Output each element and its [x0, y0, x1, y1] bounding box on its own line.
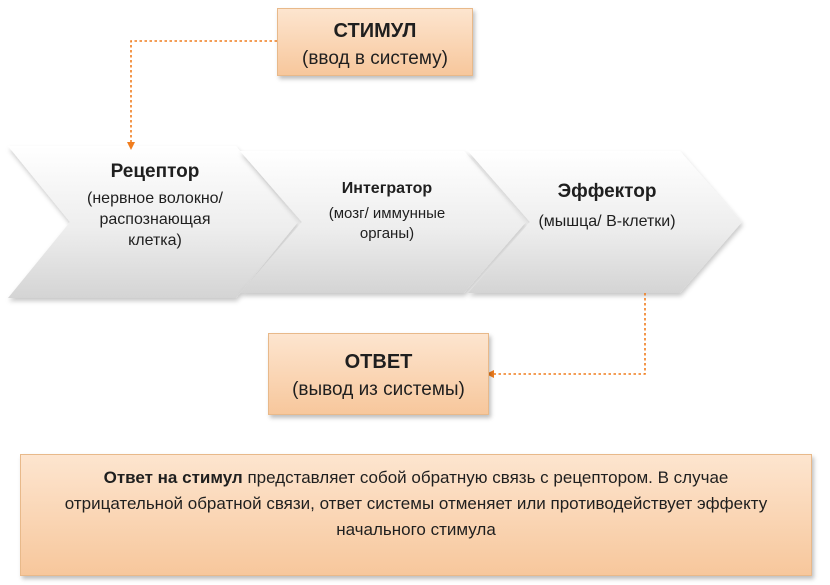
stimulus-to-receptor-arrow: [127, 40, 277, 150]
stage-effector: Эффектор (мышца/ B-клетки): [532, 180, 682, 234]
stage-title: Эффектор: [557, 181, 657, 202]
effector-to-response-arrow: [486, 293, 646, 378]
stage-description: (нервное волокно/ распознающая клетка): [87, 190, 223, 249]
response-subtitle: (вывод из системы): [292, 379, 465, 400]
stage-receptor: Рецептор (нервное волокно/ распознающая …: [80, 160, 230, 251]
feedback-note: Ответ на стимул представляет собой обрат…: [20, 454, 812, 576]
chevron-effector: [468, 151, 742, 293]
stage-title: Интегратор: [341, 180, 433, 197]
stimulus-subtitle: (ввод в систему): [302, 48, 448, 69]
stage-description: (мышца/ B-клетки): [538, 213, 676, 230]
stage-description: (мозг/ иммунные органы): [328, 205, 446, 242]
stage-title: Рецептор: [110, 161, 200, 182]
note-text: представляет собой обратную связь с реце…: [64, 468, 768, 539]
response-title: ОТВЕТ: [344, 351, 413, 373]
note-lead: Ответ на стимул: [103, 468, 243, 487]
response-box: ОТВЕТ (вывод из системы): [268, 333, 489, 415]
chevron-integrator: [240, 151, 526, 293]
chevron-receptor: [8, 146, 298, 298]
stage-integrator: Интегратор (мозг/ иммунные органы): [312, 178, 462, 244]
stimulus-title: СТИМУЛ: [333, 20, 417, 42]
stimulus-box: СТИМУЛ (ввод в систему): [277, 8, 473, 76]
